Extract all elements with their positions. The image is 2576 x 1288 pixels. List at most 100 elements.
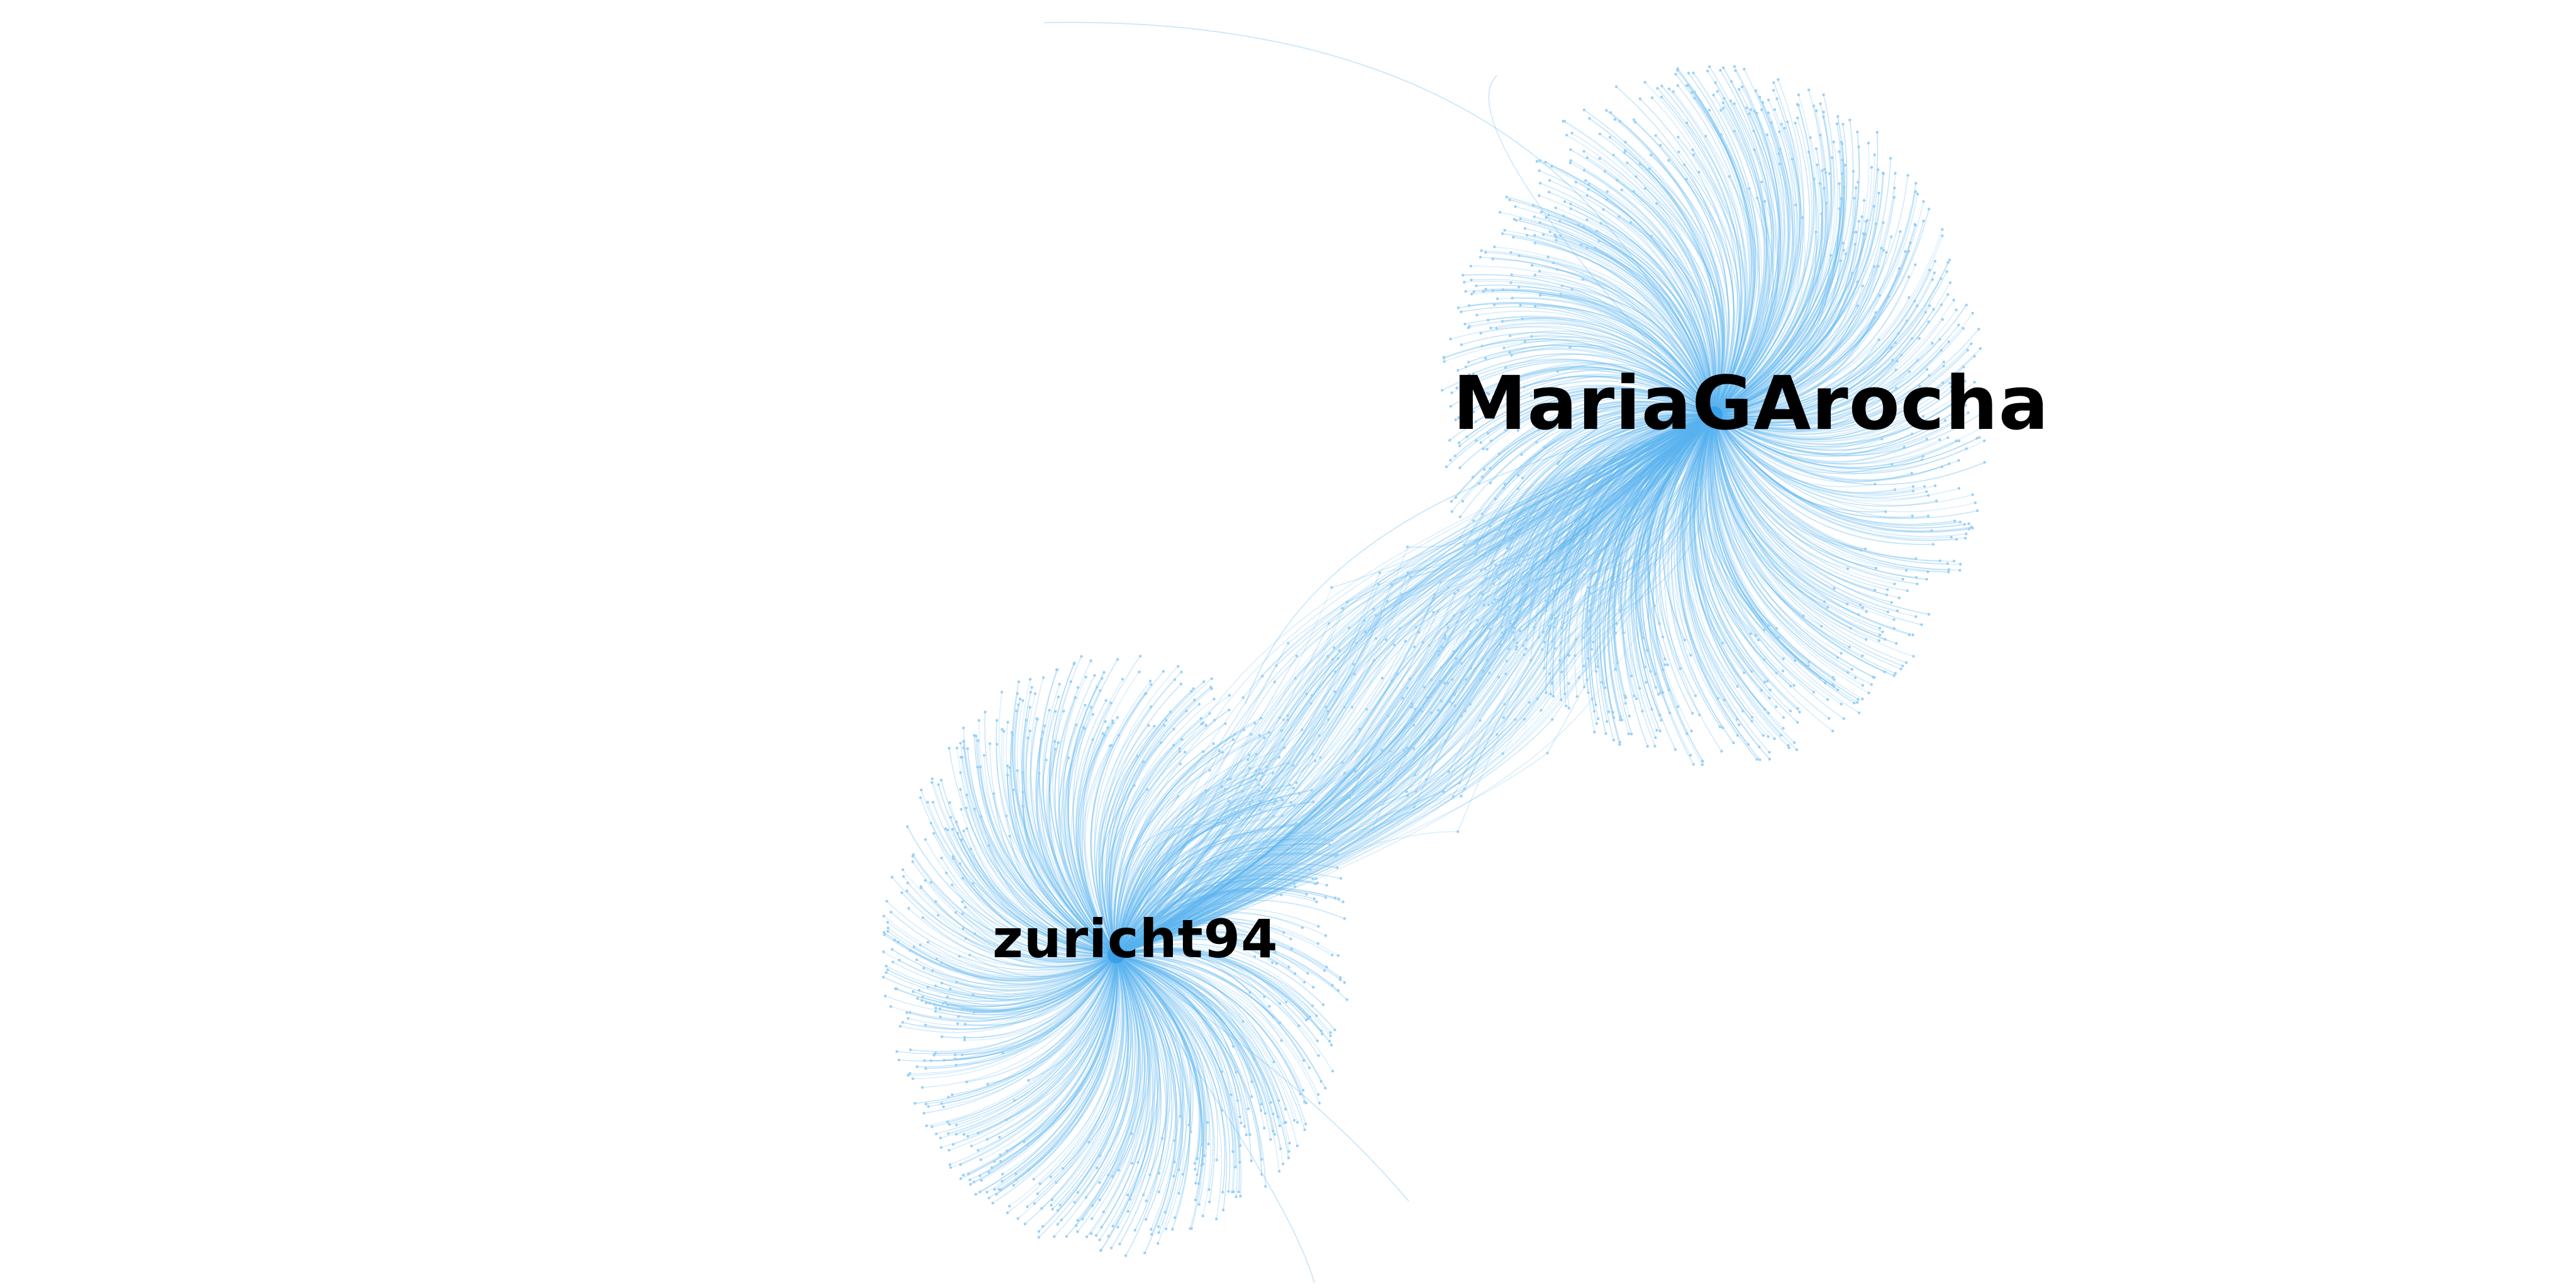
zuricht94-leaf-node <box>1076 1191 1080 1194</box>
zuricht94-edge <box>1116 838 1325 955</box>
mariagarocha-edge <box>1495 409 1714 499</box>
bridge-leaf-node <box>1372 659 1376 662</box>
mariagarocha-leaf-node <box>1443 360 1446 363</box>
zuricht94-edge <box>1116 954 1175 1174</box>
zuricht94-leaf-node <box>988 742 992 745</box>
mariagarocha-edge <box>1711 414 1858 703</box>
zuricht94-leaf-node <box>1296 1121 1299 1124</box>
mariagarocha-leaf-node <box>1472 410 1475 414</box>
zuricht94-edge <box>960 772 1117 955</box>
bridge-edge <box>1116 706 1353 955</box>
mariagarocha-leaf-node <box>1463 323 1467 326</box>
zuricht94-edge <box>919 954 1117 1005</box>
mariagarocha-edge <box>1705 135 1755 416</box>
mariagarocha-edge <box>1713 414 1885 640</box>
mariagarocha-leaf-node <box>1740 86 1744 89</box>
bridge-edge <box>1116 620 1365 955</box>
bridge-leaf-node <box>1552 589 1555 592</box>
zuricht94-leaf-node <box>897 940 900 944</box>
mariagarocha-leaf-node <box>1971 311 1974 315</box>
mariagarocha-leaf-node <box>1557 460 1561 464</box>
node-label-mariagarocha: MariaGArocha <box>1453 360 2049 447</box>
bridge-leaf-node <box>1353 672 1356 675</box>
mariagarocha-edge <box>1713 255 1831 416</box>
mariagarocha-leaf-node <box>1643 80 1646 84</box>
bridge-edge <box>1116 739 1283 955</box>
bridge-leaf-node <box>1401 696 1404 700</box>
mariagarocha-edge <box>1713 414 1937 507</box>
zuricht94-edge <box>1116 954 1160 1200</box>
zuricht94-leaf-node <box>1148 1173 1152 1177</box>
bridge-leaf-node <box>1425 699 1428 702</box>
bridge-leaf-node <box>1582 574 1585 577</box>
bridge-edge <box>1614 414 1716 616</box>
zuricht94-leaf-node <box>1103 734 1106 737</box>
mariagarocha-edge <box>1585 180 1715 416</box>
bridge-leaf-node <box>1453 704 1457 708</box>
zuricht94-leaf-node <box>1215 1158 1218 1162</box>
mariagarocha-leaf-node <box>1599 221 1602 225</box>
mariagarocha-edge <box>1713 234 1866 416</box>
bridge-leaf-node <box>1488 671 1491 675</box>
zuricht94-edge <box>1101 719 1167 955</box>
mariagarocha-leaf-node <box>1493 245 1496 248</box>
bridge-leaf-node <box>1463 787 1466 791</box>
mariagarocha-edge <box>1506 375 1714 416</box>
mariagarocha-edge <box>1713 103 1774 416</box>
mariagarocha-leaf-node <box>1650 235 1653 238</box>
mariagarocha-leaf-node <box>1892 627 1896 630</box>
mariagarocha-leaf-node <box>1658 622 1661 625</box>
mariagarocha-edge <box>1713 99 1796 416</box>
bridge-edge <box>1116 734 1497 955</box>
bridge-edge <box>1116 594 1402 955</box>
mariagarocha-edge <box>1713 131 1798 416</box>
zuricht94-edge <box>1116 954 1194 1132</box>
bridge-edge <box>1214 414 1714 721</box>
zuricht94-edge <box>999 954 1118 1190</box>
zuricht94-edge <box>1062 954 1128 1169</box>
zuricht94-leaf-node <box>1302 852 1306 855</box>
bridge-leaf-node <box>1546 752 1549 755</box>
mariagarocha-edge <box>1676 414 1740 725</box>
bridge-edge <box>1325 414 1714 708</box>
zuricht94-edge <box>1012 711 1117 955</box>
mariagarocha-leaf-node <box>1833 678 1836 681</box>
mariagarocha-edge <box>1587 414 1714 628</box>
mariagarocha-edge <box>1713 414 1895 677</box>
mariagarocha-leaf-node <box>1504 366 1507 369</box>
mariagarocha-leaf-node <box>1552 261 1555 264</box>
zuricht94-leaf-node <box>1277 1170 1281 1173</box>
zuricht94-leaf-node <box>1032 1177 1035 1181</box>
mariagarocha-edge <box>1604 170 1718 416</box>
zuricht94-leaf-node <box>930 1059 933 1062</box>
zuricht94-leaf-node <box>924 1023 927 1027</box>
bridge-edge <box>1459 414 1714 784</box>
zuricht94-leaf-node <box>1049 1175 1053 1179</box>
mariagarocha-edge <box>1463 274 1714 416</box>
zuricht94-edge <box>1116 733 1252 955</box>
zuricht94-leaf-node <box>1324 934 1328 937</box>
mariagarocha-leaf-node <box>1650 96 1654 99</box>
mariagarocha-edge <box>1713 380 1965 440</box>
zuricht94-leaf-node <box>1275 962 1279 965</box>
zuricht94-leaf-node <box>1146 788 1149 791</box>
mariagarocha-edge <box>1713 301 1916 416</box>
zuricht94-edge <box>1024 738 1117 955</box>
mariagarocha-leaf-node <box>1913 299 1916 303</box>
mariagarocha-edge <box>1504 339 1714 416</box>
zuricht94-leaf-node <box>940 982 943 985</box>
zuricht94-edge <box>887 954 1117 997</box>
zuricht94-leaf-node <box>1224 722 1227 725</box>
zuricht94-leaf-node <box>954 911 957 914</box>
zuricht94-leaf-node <box>1319 1029 1323 1033</box>
zuricht94-edge <box>1116 954 1238 1101</box>
mariagarocha-leaf-node <box>1704 135 1707 138</box>
mariagarocha-leaf-node <box>1897 596 1901 599</box>
mariagarocha-leaf-node <box>1872 204 1875 208</box>
bridge-leaf-node <box>1435 736 1438 740</box>
mariagarocha-edge <box>1649 168 1728 416</box>
mariagarocha-edge <box>1713 348 1981 431</box>
node-label-zuricht94: zuricht94 <box>992 908 1279 970</box>
mariagarocha-edge <box>1713 198 1842 416</box>
zuricht94-edge <box>1116 954 1159 1196</box>
